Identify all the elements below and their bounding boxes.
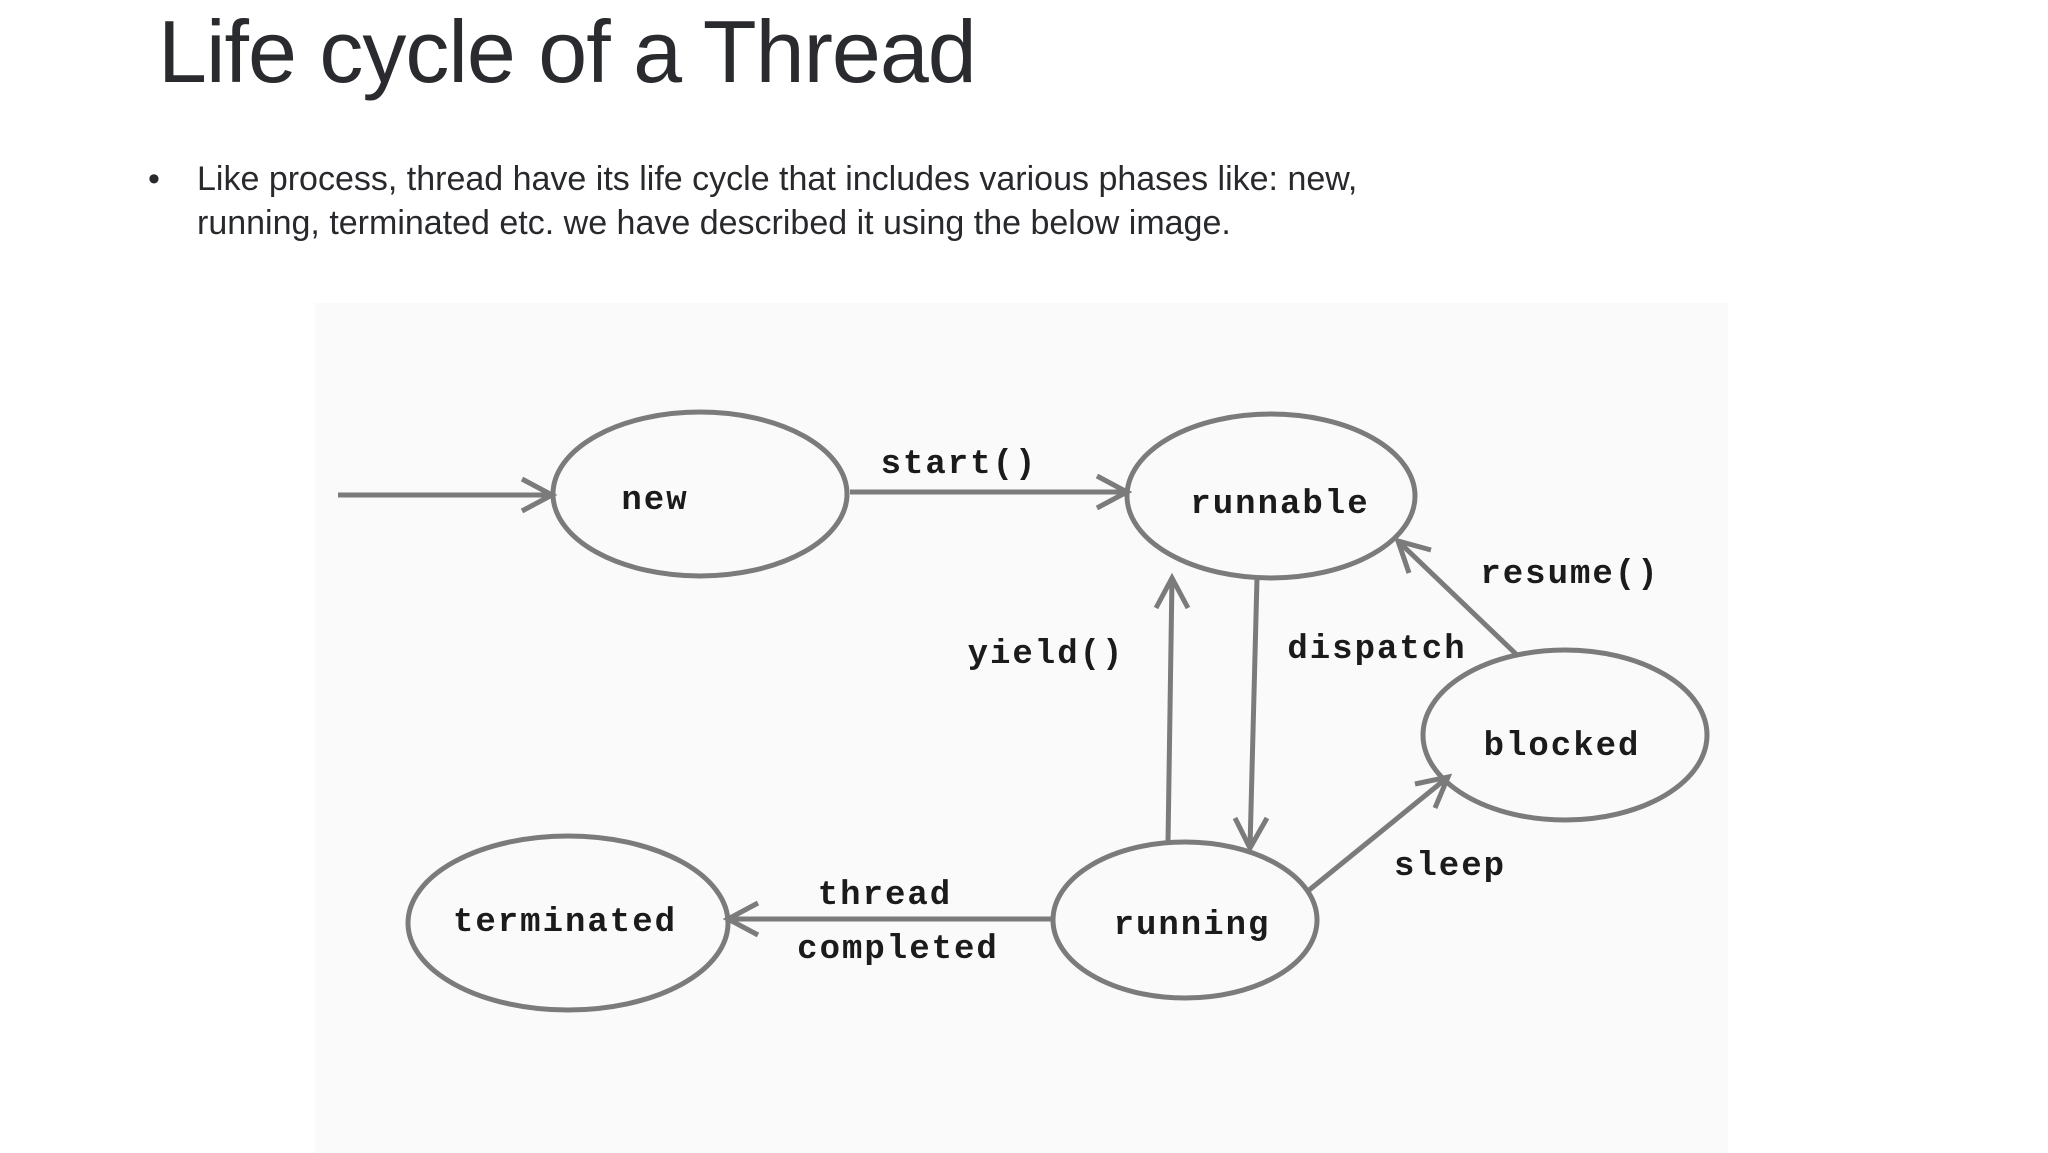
transition-start-label: start() [881,446,1038,484]
transition-yield-label: yield() [968,636,1125,674]
arrow-yield [1153,572,1191,844]
state-runnable-ellipse [1124,411,1418,581]
arrow-dispatch [1232,577,1270,854]
state-blocked-label: blocked [1484,728,1641,766]
transition-dispatch-label: dispatch [1287,631,1466,669]
arrow-resume [1394,537,1519,657]
state-new-label: new [621,482,688,520]
arrow-sleep [1306,773,1453,893]
transition-thread-completed-label-line1: thread [818,877,952,915]
bullet-marker: • [148,160,160,198]
thread-lifecycle-diagram: new runnable blocked running terminated … [315,303,1728,1153]
arrow-thread-completed [722,900,1053,938]
transition-sleep-label: sleep [1394,848,1506,886]
bullet-text-line2: running, terminated etc. we have describ… [197,204,1231,242]
bullet-text: Like process, thread have its life cycle… [197,157,1357,245]
page-title: Life cycle of a Thread [158,2,977,101]
bullet-item: • Like process, thread have its life cyc… [148,157,1628,245]
state-new-ellipse [550,409,850,579]
state-terminated-ellipse [405,833,731,1013]
state-runnable-label: runnable [1190,486,1369,524]
transition-resume-label: resume() [1480,556,1659,594]
transition-thread-completed-label-line2: completed [797,931,999,969]
arrow-start [850,473,1133,511]
bullet-text-line1: Like process, thread have its life cycle… [197,160,1358,198]
state-running-label: running [1114,907,1271,945]
state-terminated-label: terminated [453,904,677,942]
state-blocked-ellipse [1420,647,1710,823]
arrow-initial-to-new [338,476,558,514]
